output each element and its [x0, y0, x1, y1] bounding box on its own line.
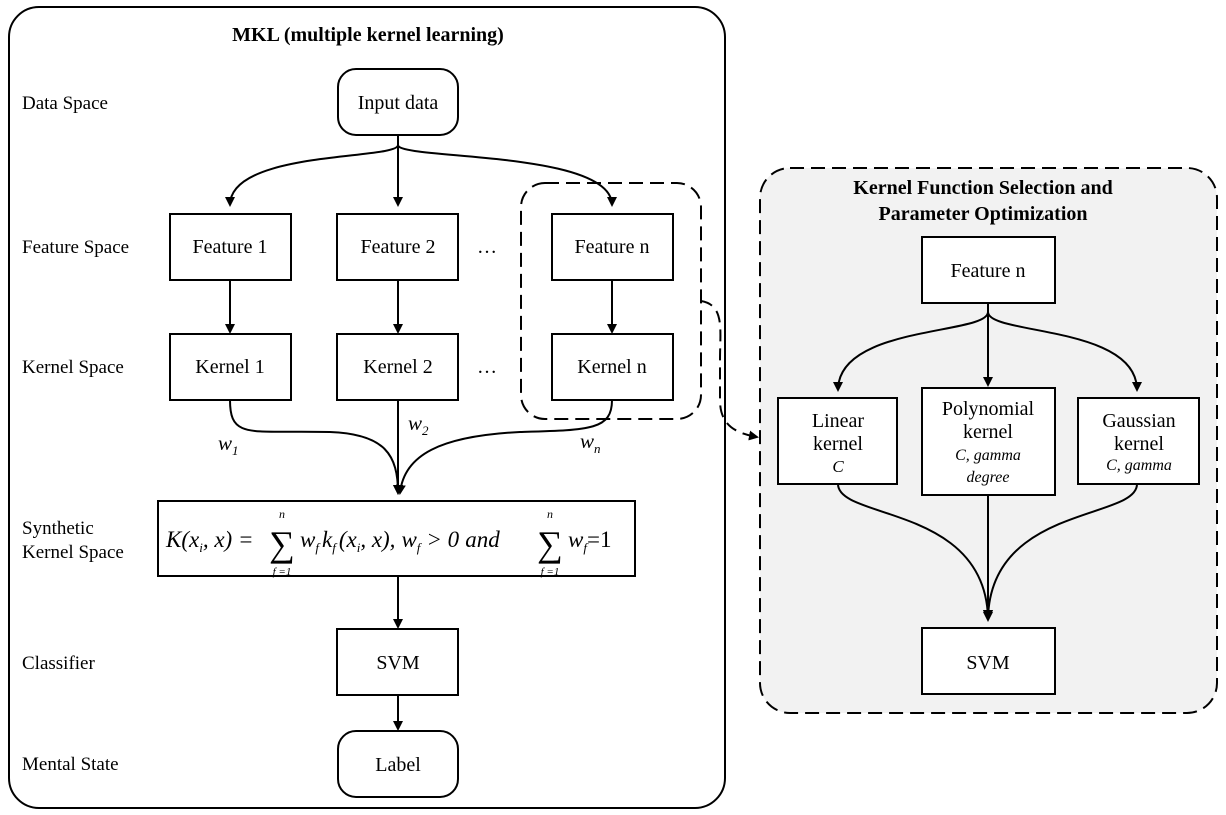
kernel-space-label: Kernel Space — [22, 357, 124, 378]
feature-2-text: Feature 2 — [361, 236, 436, 258]
weight-n: wn — [580, 429, 601, 456]
kfs-svm-text: SVM — [966, 652, 1010, 674]
arrow-gaussian-svm — [983, 483, 1138, 620]
feature-2-node — [336, 213, 459, 281]
arrow-linear-svm — [837, 483, 993, 620]
arrow-kfs-linear — [833, 303, 989, 392]
linear-kernel-line1: Linear — [812, 410, 865, 432]
gaussian-kernel-node — [1077, 397, 1200, 485]
feature-1-text: Feature 1 — [193, 236, 268, 258]
linear-kernel-node — [777, 397, 898, 485]
svg-text:f =1: f =1 — [541, 566, 560, 578]
label-node — [337, 730, 459, 798]
kfs-svm-node — [921, 627, 1056, 695]
mkl-panel — [8, 6, 726, 809]
synthetic-kernel-node — [157, 500, 636, 577]
linear-kernel-params: C — [832, 457, 844, 476]
svg-text:n: n — [547, 507, 553, 521]
input-data-text: Input data — [358, 92, 439, 114]
kfs-feature-node — [921, 236, 1056, 304]
kfs-title-line2: Parameter Optimization — [878, 203, 1087, 225]
gaussian-kernel-line2: kernel — [1114, 433, 1164, 455]
weight-1: w1 — [218, 431, 239, 458]
svg-text:n: n — [279, 507, 285, 521]
feature-1-node — [169, 213, 292, 281]
kfs-title-line1: Kernel Function Selection and — [853, 177, 1112, 199]
polynomial-kernel-line2: kernel — [963, 421, 1013, 443]
kernel-n-text: Kernel n — [577, 356, 646, 378]
kfs-feature-text: Feature n — [951, 260, 1026, 282]
svg-text:∑: ∑ — [269, 524, 295, 564]
arrow-input-feature1 — [225, 135, 399, 207]
svm-node — [336, 628, 459, 696]
label-text: Label — [375, 754, 421, 776]
svm-text: SVM — [376, 652, 420, 674]
svg-text:wf=1: wf=1 — [568, 527, 611, 555]
synthetic-space-label-line1: Synthetic — [22, 518, 94, 539]
svg-text:f =1: f =1 — [273, 566, 292, 578]
gaussian-kernel-params: C, gamma — [1106, 457, 1172, 474]
mkl-title: MKL (multiple kernel learning) — [232, 24, 504, 46]
feature-ellipsis: … — [477, 236, 497, 258]
polynomial-kernel-params1: C, gamma — [955, 447, 1021, 464]
arrow-kernel1-synthetic — [229, 399, 403, 495]
kernel-ellipsis: … — [477, 356, 497, 378]
polynomial-kernel-node — [921, 387, 1056, 496]
svg-text:K(xi, x) =: K(xi, x) = — [165, 527, 253, 555]
gaussian-kernel-line1: Gaussian — [1102, 410, 1175, 432]
mental-state-label: Mental State — [22, 754, 119, 775]
weight-2: w2 — [408, 411, 429, 438]
data-space-label: Data Space — [22, 93, 108, 114]
classifier-label: Classifier — [22, 653, 95, 674]
kernel-2-node — [336, 333, 459, 401]
svg-text:∑: ∑ — [537, 524, 563, 564]
arrow-input-featuren — [397, 135, 617, 207]
kernel-1-text: Kernel 1 — [195, 356, 264, 378]
feature-space-label: Feature Space — [22, 237, 129, 258]
synthetic-space-label-line2: Kernel Space — [22, 542, 124, 563]
polynomial-kernel-line1: Polynomial — [942, 398, 1035, 420]
polynomial-kernel-params2: degree — [967, 469, 1010, 486]
arrow-kerneln-synthetic — [395, 399, 613, 495]
arrow-kfs-gaussian — [987, 303, 1142, 392]
linear-kernel-line2: kernel — [813, 433, 863, 455]
feature-n-text: Feature n — [575, 236, 650, 258]
kernel-2-text: Kernel 2 — [363, 356, 432, 378]
